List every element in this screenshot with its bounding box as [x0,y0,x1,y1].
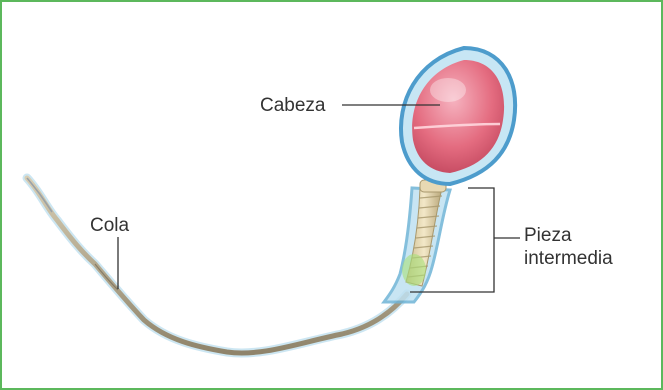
label-tail: Cola [90,214,129,237]
label-midpiece: Pieza intermedia [524,224,613,270]
sperm-midpiece [384,180,450,302]
label-midpiece-line2: intermedia [524,247,613,270]
sperm-head [401,48,515,184]
label-head: Cabeza [260,94,326,117]
label-midpiece-line1: Pieza [524,224,613,247]
sperm-tail [27,178,407,353]
